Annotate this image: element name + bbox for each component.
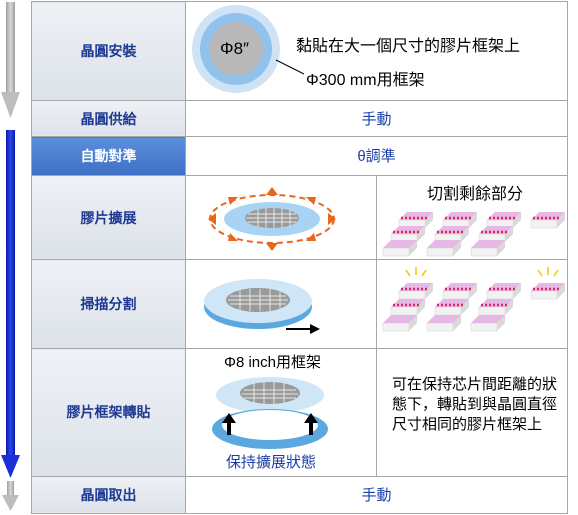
supply-detail: 手動 — [185, 99, 568, 138]
chip — [390, 299, 425, 316]
process-flow-arrows — [1, 2, 20, 511]
expanded-chips-graphic — [382, 211, 565, 256]
scan-wafer-grid — [228, 289, 288, 312]
step-row-expand: 膠片擴展 — [31, 174, 568, 261]
step-label-unload: 晶圓取出 — [31, 475, 186, 515]
chip — [434, 299, 469, 316]
film-expand-graphic — [208, 186, 336, 251]
step-label-transfer: 膠片框架轉貼 — [31, 348, 186, 477]
scanned-chips-graphic — [382, 267, 565, 332]
step-row-scan: 掃描分割 — [31, 259, 568, 350]
step-row-align: 自動對準 θ調準 — [31, 136, 568, 176]
align-detail: θ調準 — [185, 136, 568, 176]
chip — [530, 267, 565, 300]
chip — [478, 299, 513, 316]
frame-8inch-label: Φ8 inch用框架 — [224, 354, 321, 372]
kerf-caption: 切割剩餘部分 — [427, 185, 524, 203]
scan-direction-arrowhead — [310, 324, 320, 335]
kerf-illustration-cell: 切割剩餘部分 — [376, 174, 568, 261]
step-label-supply: 晶圓供給 — [31, 99, 186, 138]
step-row-supply: 晶圓供給 手動 — [31, 99, 568, 138]
process-table: 晶圓安裝 Φ8″ 黏貼在大一個尺寸的膠片框架上 Φ300 mm用框架 晶圓供給 … — [31, 1, 568, 515]
transfer-wafer — [240, 382, 300, 405]
chip — [530, 211, 565, 228]
frame-leader-line — [275, 59, 305, 75]
lower-frame-inner — [222, 410, 318, 441]
expand-illustration-cell — [185, 174, 377, 261]
transfer-illustration-cell: Φ8 inch用框架 保持擴展狀態 — [185, 348, 377, 477]
wafer-disc — [209, 22, 263, 76]
blue-arrow-main — [1, 130, 20, 478]
mount-illustration-cell: Φ8″ 黏貼在大一個尺寸的膠片框架上 Φ300 mm用框架 — [185, 1, 568, 101]
transfer-note-cell: 可在保持芯片間距離的狀態下，轉貼到與晶圓直徑尺寸相同的膠片框架上 — [376, 348, 568, 477]
wafer-size-label: Φ8″ — [220, 39, 250, 58]
lift-arrows — [222, 413, 318, 436]
scan-illustration-cell — [185, 259, 377, 350]
chip — [426, 315, 461, 332]
chip — [426, 239, 461, 256]
chip — [486, 283, 521, 300]
step-label-expand: 膠片擴展 — [31, 174, 186, 261]
attach-note: 黏貼在大一個尺寸的膠片框架上 — [296, 38, 521, 55]
chip — [442, 283, 477, 300]
chip — [390, 225, 425, 242]
frame-transfer-graphic — [212, 377, 328, 450]
frame-size-note: Φ300 mm用框架 — [306, 72, 425, 89]
wafer-on-frame-graphic — [192, 5, 305, 93]
step-row-mount: 晶圓安裝 Φ8″ 黏貼在大一個尺寸的膠片框架上 Φ300 mm用框架 — [31, 1, 568, 101]
chip — [486, 211, 521, 228]
step-label-mount: 晶圓安裝 — [31, 1, 186, 101]
chip — [382, 315, 417, 332]
step-label-align: 自動對準 — [31, 136, 186, 176]
gray-arrow-bottom — [2, 481, 19, 511]
chip — [442, 211, 477, 228]
wafer-grid — [246, 207, 298, 228]
scan-dicing-graphic — [204, 279, 320, 335]
unload-detail: 手動 — [185, 475, 568, 515]
chip — [398, 267, 433, 300]
step-row-unload: 晶圓取出 手動 — [31, 475, 568, 515]
expand-arrows — [208, 186, 336, 251]
gray-arrow-top — [1, 2, 20, 118]
step-row-transfer: 膠片框架轉貼 Φ8 inch用框架 — [31, 348, 568, 477]
transfer-wafer-grid — [242, 382, 298, 405]
scan-chips-cell — [376, 259, 568, 350]
chip — [478, 225, 513, 242]
chip — [398, 211, 433, 228]
chip — [434, 225, 469, 242]
chip — [382, 239, 417, 256]
keep-expanded-label: 保持擴展狀態 — [226, 454, 317, 472]
transfer-note: 可在保持芯片間距離的狀態下，轉貼到與晶圓直徑尺寸相同的膠片框架上 — [392, 376, 558, 434]
chip — [470, 315, 505, 332]
chip — [470, 239, 505, 256]
step-label-scan: 掃描分割 — [31, 259, 186, 350]
